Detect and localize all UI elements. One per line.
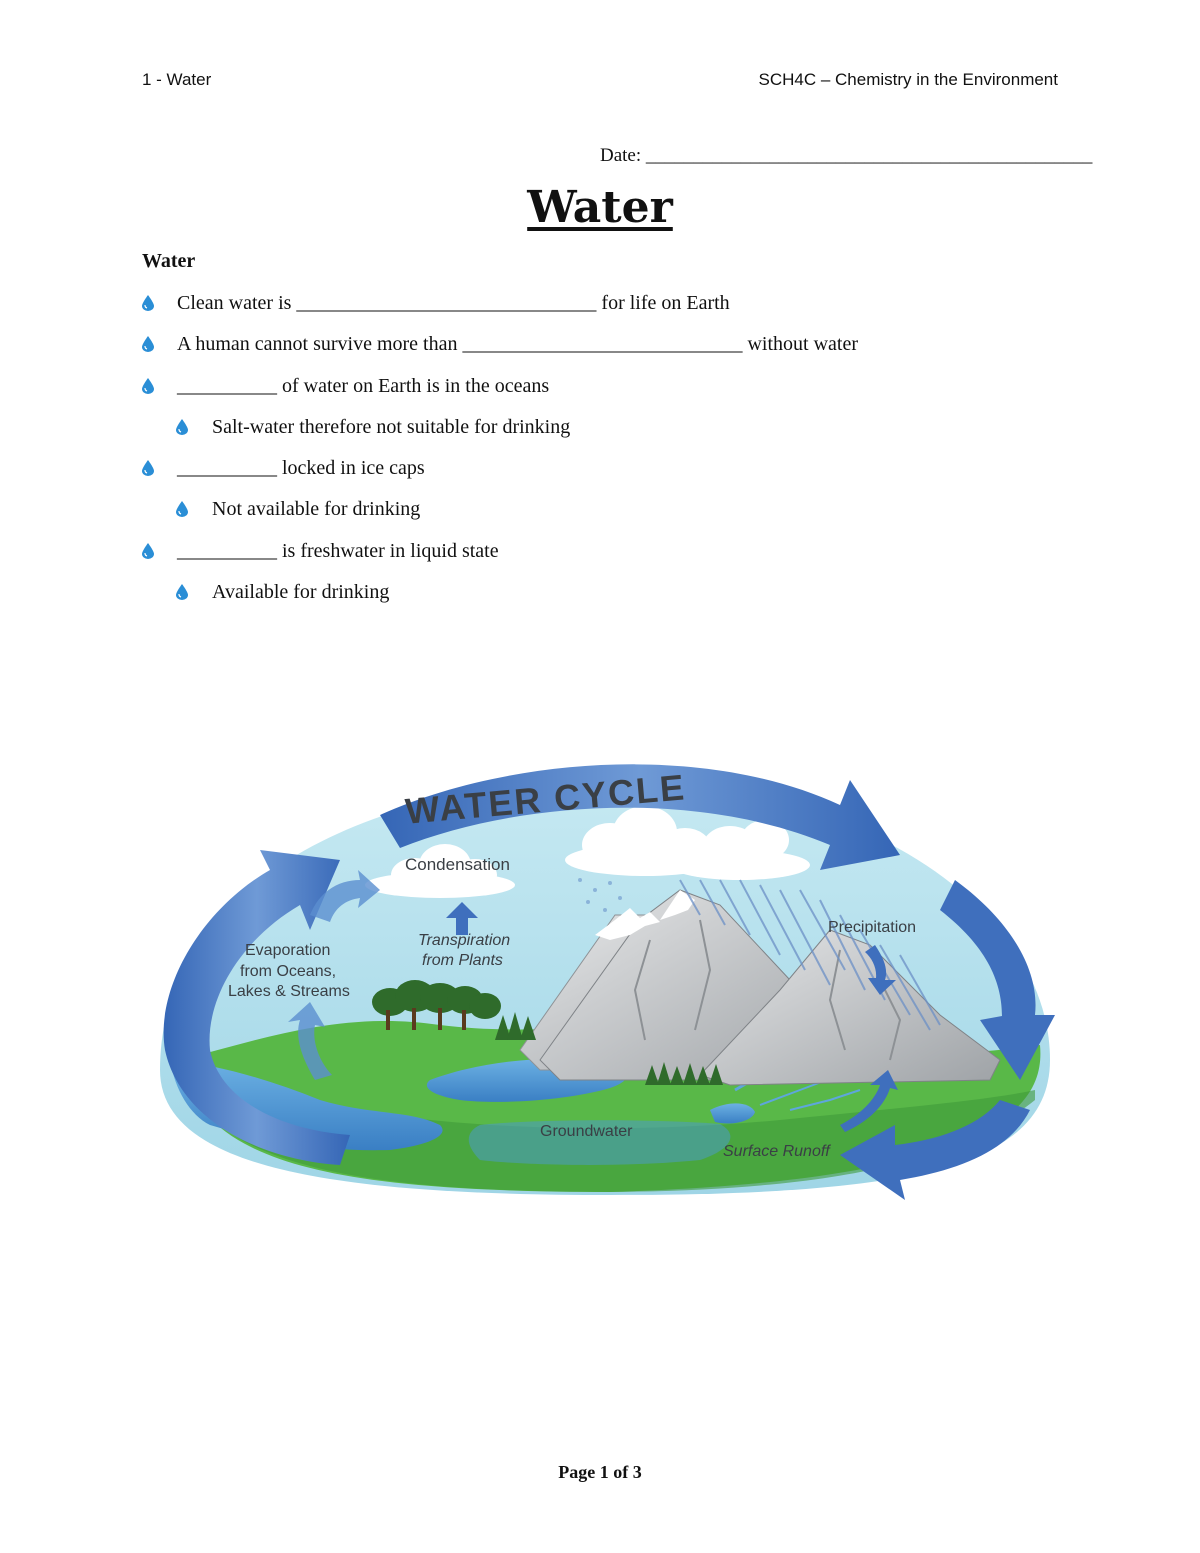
header-right: SCH4C – Chemistry in the Environment (758, 70, 1058, 89)
page-number: Page 1 of 3 (558, 1462, 642, 1482)
surface-runoff-label: Surface Runoff (723, 1143, 831, 1160)
water-drop-icon (142, 377, 154, 394)
water-cycle-illustration: WATER CYCLE Condensation Transpiration f… (160, 764, 1055, 1200)
precipitation-arrow (865, 945, 896, 995)
precipitation-label: Precipitation (828, 919, 916, 936)
water-cycle-diagram: WATER CYCLE Condensation Transpiration f… (140, 740, 1055, 1200)
sub-bullet-item: Salt-water therefore not suitable for dr… (142, 412, 858, 453)
bullet-text: __________ locked in ice caps (177, 457, 425, 480)
transpiration-label-2: from Plants (422, 952, 503, 969)
cycle-arrow-left (163, 850, 350, 1165)
water-drop-icon (142, 336, 154, 353)
groundwater (468, 1120, 731, 1165)
bullet-item: __________ of water on Earth is in the o… (142, 371, 858, 412)
water-drop-icon (142, 295, 154, 311)
date-field: Date: __________________________________… (600, 145, 1092, 167)
snow-cap (595, 908, 660, 940)
condensation-label: Condensation (405, 855, 510, 874)
bullet-text: __________ of water on Earth is in the o… (177, 374, 550, 397)
bullet-list: Clean water is _________________________… (142, 288, 858, 618)
mountain-right (699, 929, 1001, 1086)
evaporation-arrow (310, 870, 380, 922)
date-label: Date: (600, 145, 642, 166)
cycle-arrow-top (380, 764, 900, 870)
header-left: 1 - Water (142, 70, 212, 89)
evaporation-label-3: Lakes & Streams (228, 983, 350, 1000)
transpiration-label: Transpiration (418, 932, 510, 949)
section-heading: Water (142, 250, 196, 272)
forest (372, 980, 723, 1085)
bullet-text: Clean water is _________________________… (177, 292, 730, 314)
bullet-item: A human cannot survive more than _______… (142, 329, 858, 370)
runoff-arrow (840, 1070, 898, 1132)
bullet-text: Not available for drinking (212, 498, 421, 521)
cycle-arrow-right (940, 880, 1055, 1080)
bullet-text: __________ is freshwater in liquid state (177, 539, 499, 562)
evaporation-label: Evaporation (245, 942, 330, 959)
bullet-text: Salt-water therefore not suitable for dr… (212, 415, 571, 438)
date-blank: ________________________________________… (645, 145, 1093, 166)
evaporation-label-2: from Oceans, (240, 963, 336, 980)
transpiration-arrow (446, 902, 478, 935)
evaporation-up-arrow (288, 1002, 332, 1080)
sub-bullet-item: Not available for drinking (142, 494, 858, 535)
bullet-text: A human cannot survive more than _______… (177, 333, 859, 356)
water-drop-icon (142, 460, 154, 477)
clouds (365, 806, 810, 898)
cycle-arrow-bottom (840, 1100, 1030, 1200)
bullet-item: __________ is freshwater in liquid state (142, 536, 858, 577)
bullet-item: __________ locked in ice caps (142, 453, 858, 494)
page-title: Water (527, 182, 673, 233)
water-drop-icon (176, 418, 188, 435)
bullet-item: Clean water is _________________________… (142, 288, 858, 329)
sub-bullet-item: Available for drinking (142, 577, 858, 618)
groundwater-label: Groundwater (540, 1123, 633, 1140)
water-drop-icon (142, 542, 154, 559)
bullet-text: Available for drinking (212, 581, 390, 604)
water-drop-icon (176, 501, 188, 518)
water-drop-icon (176, 584, 188, 601)
